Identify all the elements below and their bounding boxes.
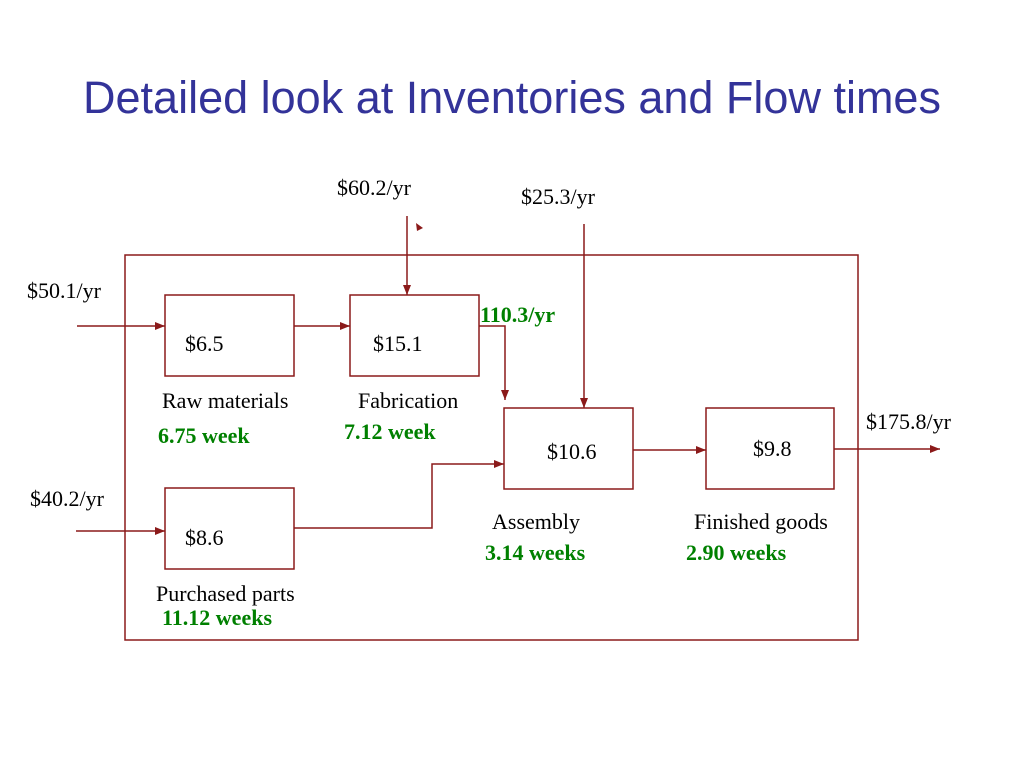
stray-arrowhead xyxy=(416,223,423,231)
finished-goods-label: Finished goods xyxy=(694,509,828,534)
slide-title: Detailed look at Inventories and Flow ti… xyxy=(83,72,941,123)
fabrication-inventory: $15.1 xyxy=(373,331,423,356)
fabrication-to-assembly-arrow xyxy=(479,325,509,400)
purchased-parts-inventory: $8.6 xyxy=(185,525,224,550)
assembly-label: Assembly xyxy=(492,509,580,534)
purchased-parts-inflow-label: $40.2/yr xyxy=(30,486,105,511)
fabrication-to-assembly-label: 110.3/yr xyxy=(480,302,555,327)
assembly-flow-time: 3.14 weeks xyxy=(485,540,586,565)
assembly-inventory: $10.6 xyxy=(547,439,597,464)
raw-materials-box xyxy=(164,294,295,377)
assembly-box xyxy=(503,407,634,490)
purchased-parts-label: Purchased parts xyxy=(156,581,295,606)
finished-goods-flow-time: 2.90 weeks xyxy=(686,540,787,565)
finished-goods-inventory: $9.8 xyxy=(753,436,792,461)
process-boundary xyxy=(124,254,859,641)
fabrication-flow-time: 7.12 week xyxy=(344,419,436,444)
fabrication-label: Fabrication xyxy=(358,388,458,413)
purchased-to-assembly-arrow xyxy=(294,460,504,529)
raw-materials-flow-time: 6.75 week xyxy=(158,423,250,448)
finished-goods-box xyxy=(705,407,835,490)
assembly-inflow-label: $25.3/yr xyxy=(521,184,596,209)
purchased-parts-flow-time: 11.12 weeks xyxy=(162,605,272,630)
finished-goods-outflow-label: $175.8/yr xyxy=(866,409,952,434)
fabrication-inflow-label: $60.2/yr xyxy=(337,175,412,200)
fabrication-box xyxy=(349,294,480,377)
raw-materials-inventory: $6.5 xyxy=(185,331,224,356)
raw-materials-inflow-label: $50.1/yr xyxy=(27,278,102,303)
raw-materials-label: Raw materials xyxy=(162,388,288,413)
